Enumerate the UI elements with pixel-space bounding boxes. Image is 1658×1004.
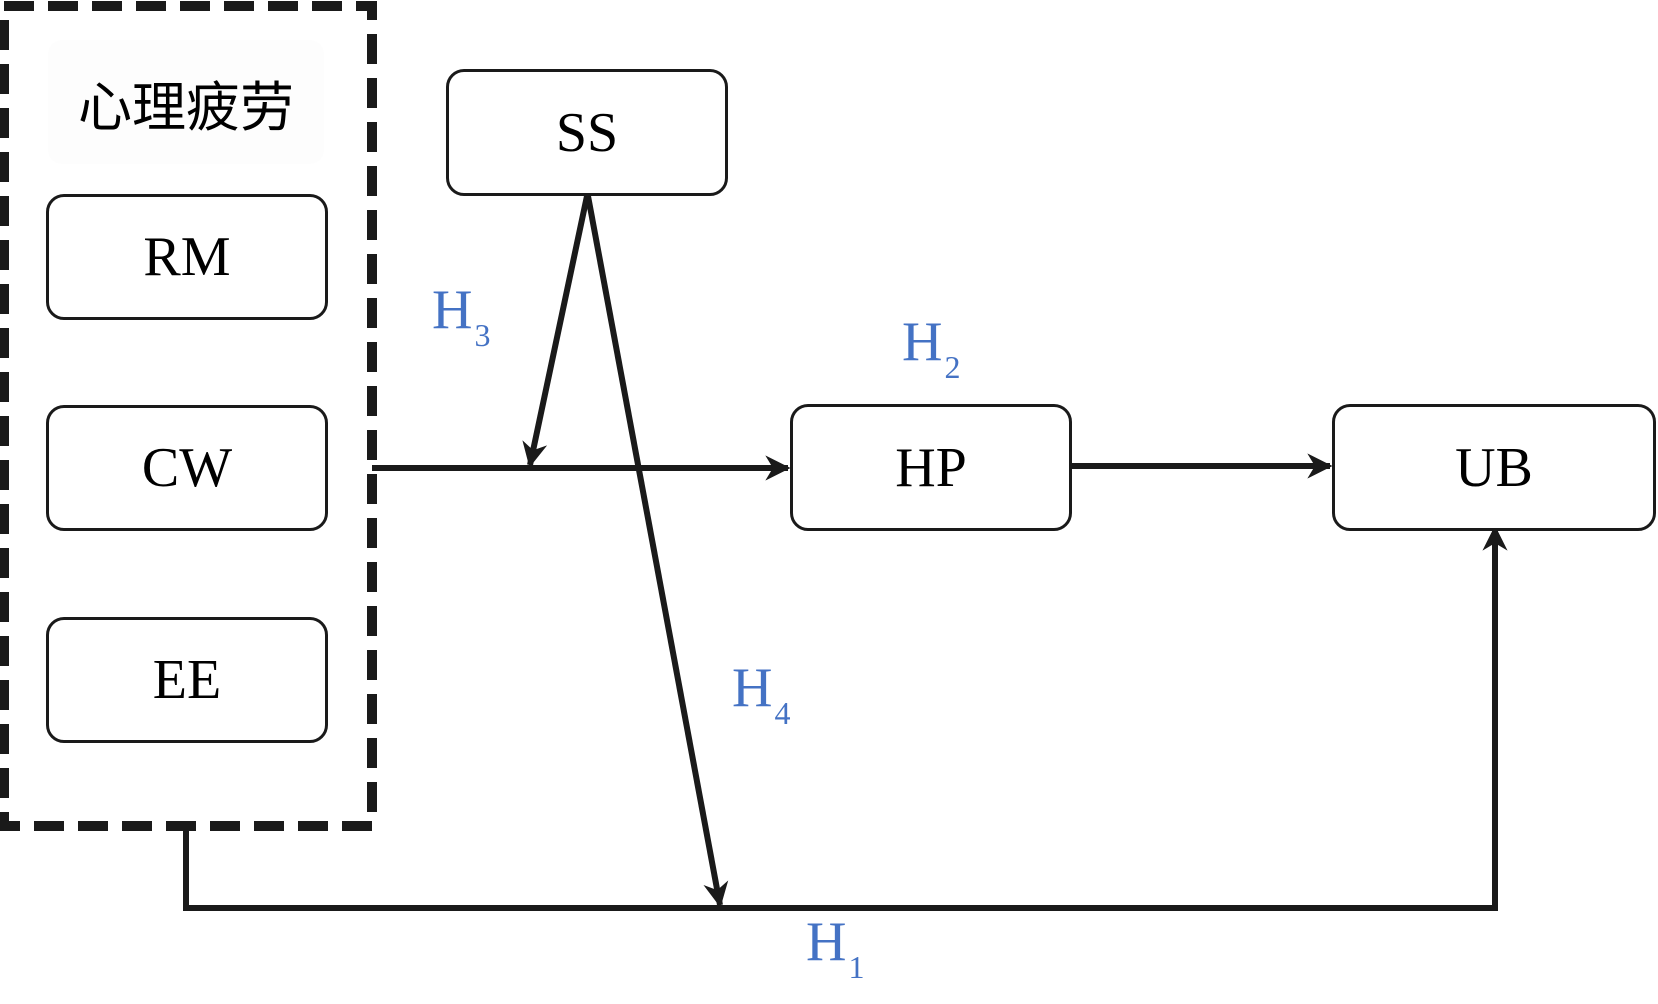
- hypothesis-h3-sub: 3: [474, 317, 491, 353]
- hypothesis-h2-sub: 2: [944, 349, 961, 385]
- edge-group-to-ub: [183, 525, 1508, 911]
- node-hp: HP: [790, 404, 1072, 531]
- hypothesis-h4-sub: 4: [774, 695, 791, 731]
- hypothesis-h3-label: H3: [432, 282, 490, 351]
- hypothesis-h3-base: H: [432, 279, 473, 341]
- node-cw: CW: [46, 405, 328, 531]
- hypothesis-h4-label: H4: [732, 660, 790, 729]
- hypothesis-h1-base: H: [806, 911, 847, 973]
- hypothesis-h1-label: H1: [806, 914, 864, 983]
- hypothesis-h1-sub: 1: [848, 949, 865, 985]
- fatigue-group-title: 心理疲劳: [48, 40, 324, 164]
- node-ss: SS: [446, 69, 728, 196]
- hypothesis-h4-base: H: [732, 657, 773, 719]
- hypothesis-h2-label: H2: [902, 314, 960, 383]
- node-ub: UB: [1332, 404, 1656, 531]
- node-ee: EE: [46, 617, 328, 743]
- node-rm: RM: [46, 194, 328, 320]
- hypothesis-h2-base: H: [902, 311, 943, 373]
- edge-ss-to-h1-path: [585, 195, 729, 908]
- edge-ss-to-h3-path: [522, 195, 590, 468]
